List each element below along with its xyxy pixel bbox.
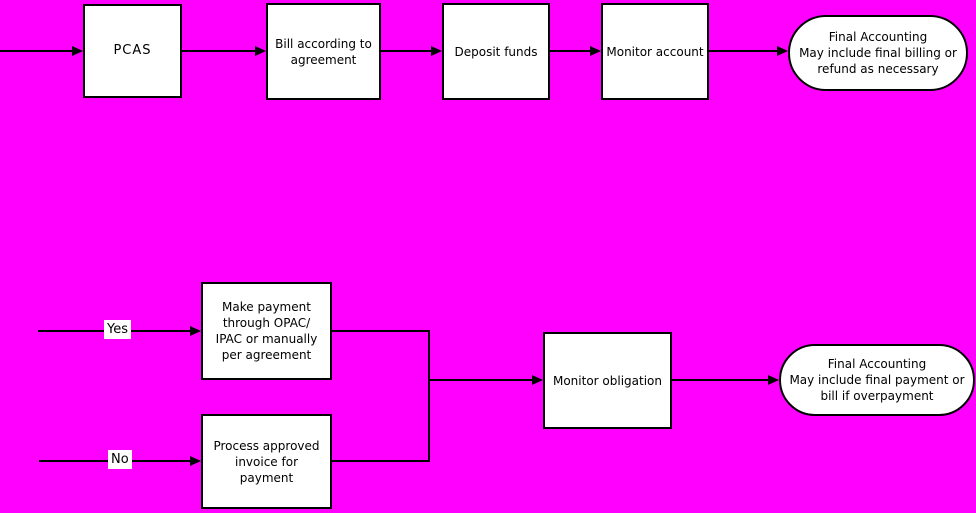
connector-line (182, 50, 256, 52)
arrowhead-icon (777, 46, 788, 56)
connector-line (709, 50, 778, 52)
node-deposit-funds: Deposit funds (442, 3, 550, 100)
connector-line (550, 50, 591, 52)
node-pcas: PCAS (83, 4, 182, 98)
node-make-payment-opac-ipac: Make payment through OPAC/ IPAC or manua… (201, 282, 332, 380)
node-process-approved-invoice: Process approved invoice for payment (201, 414, 332, 509)
node-bill-according-to-agreement: Bill according to agreement (266, 3, 381, 100)
node-monitor-account: Monitor account (601, 3, 709, 100)
edge-label-no: No (108, 450, 132, 469)
connector-line (331, 330, 430, 332)
node-monitor-obligation: Monitor obligation (543, 332, 672, 429)
arrowhead-icon (255, 46, 266, 56)
connector-line (381, 50, 432, 52)
connector-line (671, 379, 769, 381)
connector-line (331, 460, 430, 462)
connector-line-start (0, 50, 73, 52)
arrowhead-icon (431, 46, 442, 56)
arrowhead-icon (590, 46, 601, 56)
terminator-final-accounting-top: Final Accounting May include final billi… (788, 15, 968, 91)
connector-line-vertical (428, 330, 430, 462)
arrowhead-icon (190, 456, 201, 466)
arrowhead-icon (72, 46, 83, 56)
connector-line (429, 379, 533, 381)
terminator-final-accounting-bottom: Final Accounting May include final payme… (779, 344, 975, 416)
arrowhead-icon (190, 326, 201, 336)
edge-label-yes: Yes (104, 320, 131, 339)
arrowhead-icon (768, 375, 779, 385)
arrowhead-icon (532, 375, 543, 385)
